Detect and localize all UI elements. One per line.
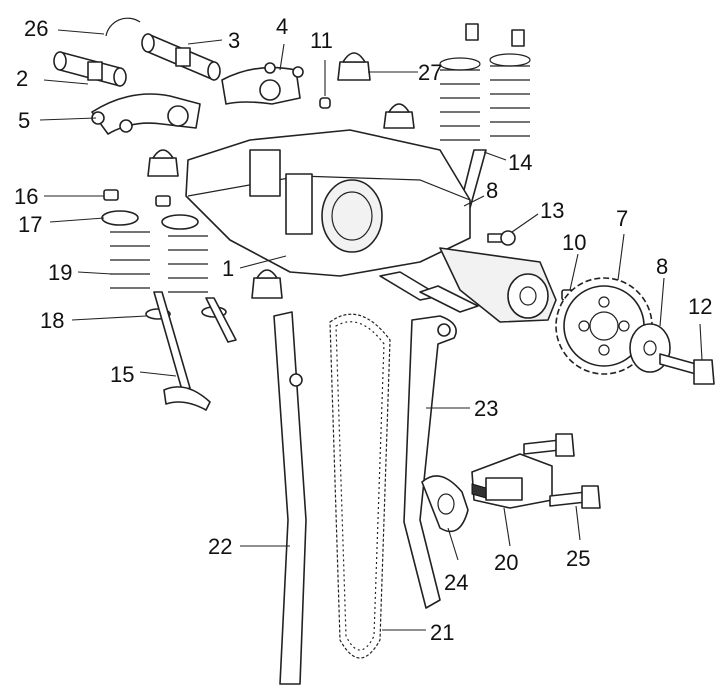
part-tensioner-bolts	[523, 433, 601, 509]
part-rocker-shaft-right	[141, 33, 221, 81]
callout-24: 24	[444, 570, 468, 595]
callout-19: 19	[48, 260, 72, 285]
part-cylinder-head	[185, 129, 471, 277]
part-tensioner-slipper	[403, 315, 457, 609]
leader-lines	[39, 29, 703, 631]
part-cap-nut	[337, 52, 371, 81]
callout-22: 22	[208, 534, 232, 559]
callout-16: 16	[14, 184, 38, 209]
callout-3: 3	[228, 28, 240, 53]
part-rocker-shaft-left	[53, 51, 127, 87]
part-rocker-arm-left	[91, 93, 201, 135]
part-rocker-arm-right	[221, 62, 304, 105]
part-valve-spring-upper	[439, 23, 531, 141]
callout-17: 17	[18, 212, 42, 237]
callout-5: 5	[18, 108, 30, 133]
callout-14: 14	[508, 150, 532, 175]
callout-23: 23	[474, 396, 498, 421]
callout-1: 1	[222, 256, 234, 281]
part-valve-spring-lower	[110, 231, 208, 293]
callout-15: 15	[110, 362, 134, 387]
callout-labels: 26 2 3 4 5 11 27 14 8 13 7 10 8 12 16 17…	[14, 14, 712, 645]
callout-10: 10	[562, 230, 586, 255]
callout-9: 8	[486, 178, 498, 203]
callout-21: 21	[430, 620, 454, 645]
part-cap-nut-2	[383, 103, 415, 129]
part-timing-chain	[329, 313, 391, 659]
callout-25: 25	[566, 546, 590, 571]
part-cam-sprocket	[555, 277, 653, 375]
callout-20: 20	[494, 550, 518, 575]
callout-27: 27	[418, 60, 442, 85]
part-tensioner-gasket	[421, 475, 469, 533]
part-valve	[153, 291, 237, 411]
callout-11: 11	[310, 28, 333, 53]
part-screw	[487, 230, 516, 246]
callout-7: 7	[616, 206, 628, 231]
part-cap-nut-4	[251, 269, 283, 299]
part-chain-tensioner	[471, 453, 553, 509]
part-chain-guide	[273, 311, 307, 685]
callout-18: 18	[40, 308, 64, 333]
callout-13: 13	[540, 198, 564, 223]
part-cap-nut-3	[147, 149, 179, 177]
callout-2: 2	[16, 66, 28, 91]
callout-8: 8	[656, 254, 668, 279]
part-camshaft	[379, 247, 557, 323]
callout-26: 26	[24, 16, 48, 41]
part-dowel	[319, 97, 331, 109]
callout-4: 4	[276, 14, 288, 39]
part-valve-collet	[103, 189, 171, 207]
callout-12: 12	[688, 294, 712, 319]
part-spring-retainer	[101, 210, 199, 230]
part-circlip	[105, 17, 141, 37]
part-bolt	[659, 353, 715, 385]
